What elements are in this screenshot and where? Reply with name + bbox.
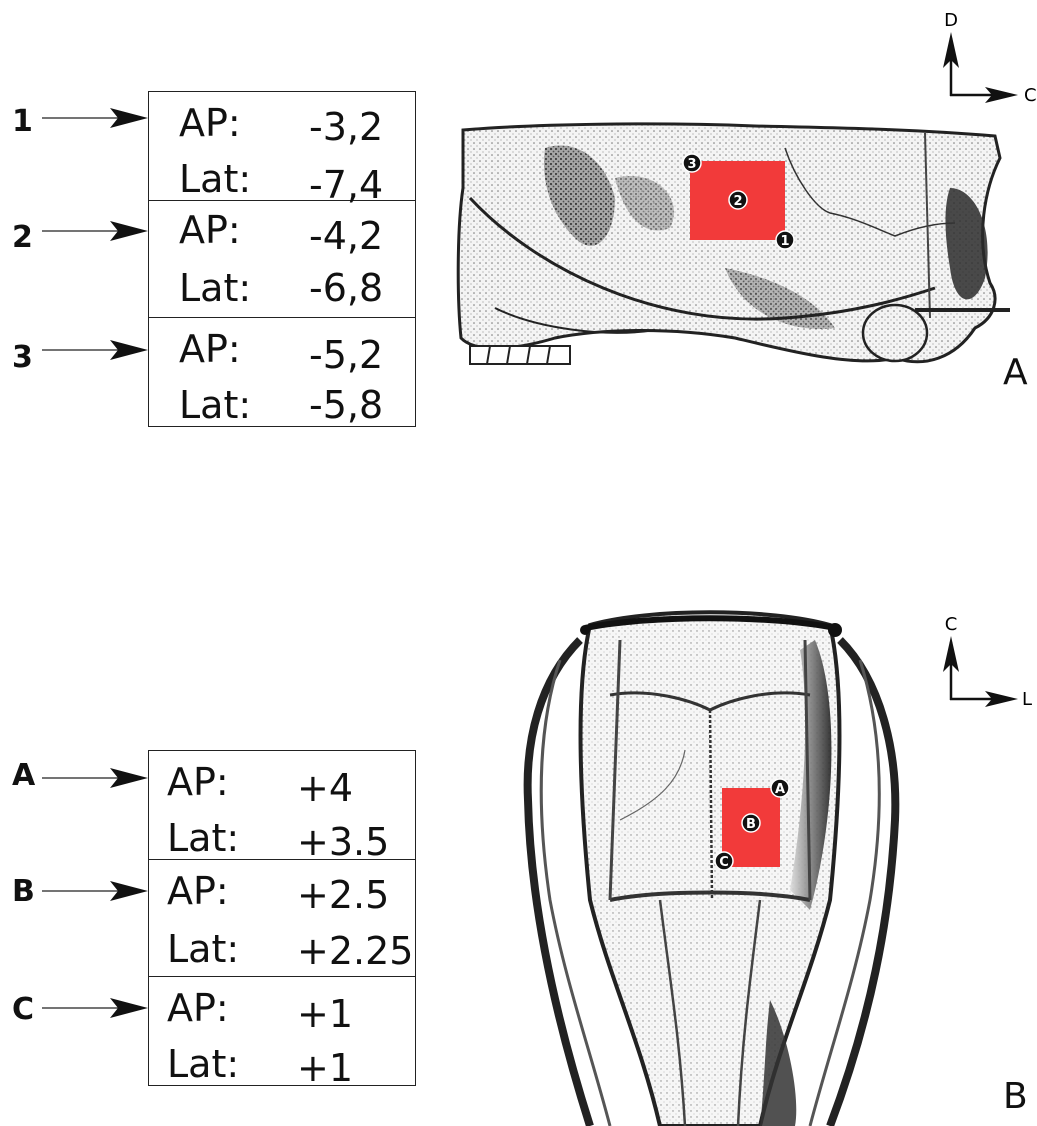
marker-b-label: B bbox=[746, 817, 756, 832]
panel-b-letter: B bbox=[1003, 1076, 1028, 1117]
panel-a-pointer-arrows bbox=[40, 100, 150, 370]
marker-2-label: 2 bbox=[733, 194, 742, 209]
arrow-a bbox=[42, 768, 148, 788]
point-label-c: C bbox=[12, 992, 34, 1027]
lat-value: +1 bbox=[297, 1049, 353, 1087]
ap-value: +1 bbox=[297, 995, 353, 1033]
ap-label: AP: bbox=[167, 763, 229, 801]
lat-value: -7,4 bbox=[309, 166, 383, 204]
direction-up-label: C bbox=[945, 614, 958, 635]
panel-b-coordinate-table: AP: +4 Lat: +3.5 AP: +2.5 Lat: +2.25 AP:… bbox=[148, 750, 416, 1086]
ap-label: AP: bbox=[179, 211, 241, 249]
marker-1: 1 bbox=[776, 231, 794, 249]
lat-value: -6,8 bbox=[309, 269, 383, 307]
ap-label: AP: bbox=[179, 330, 241, 368]
panel-a-coordinate-table: AP: -3,2 Lat: -7,4 AP: -4,2 Lat: -6,8 AP… bbox=[148, 91, 416, 427]
marker-1-label: 1 bbox=[780, 234, 789, 249]
lat-label: Lat: bbox=[179, 160, 251, 198]
arrow-c bbox=[42, 998, 148, 1018]
ap-value: -3,2 bbox=[309, 108, 383, 146]
coordinate-row-2: AP: -4,2 Lat: -6,8 bbox=[149, 201, 415, 318]
ap-value: +2.5 bbox=[297, 876, 389, 914]
marker-a-label: A bbox=[775, 782, 785, 797]
skull-lateral-view: 1 2 3 bbox=[455, 118, 1015, 380]
marker-2: 2 bbox=[729, 191, 747, 209]
marker-c-label: C bbox=[719, 855, 729, 870]
coordinate-row-1: AP: -3,2 Lat: -7,4 bbox=[149, 92, 415, 201]
point-label-a: A bbox=[12, 758, 35, 793]
arrow-3 bbox=[42, 340, 148, 360]
coordinate-row-b: AP: +2.5 Lat: +2.25 bbox=[149, 860, 415, 977]
marker-b: B bbox=[742, 814, 760, 832]
direction-right-label: C bbox=[1024, 85, 1037, 106]
marker-a: A bbox=[771, 779, 789, 797]
lat-value: +3.5 bbox=[297, 823, 389, 861]
panel-b-orientation: C L bbox=[930, 612, 1030, 712]
ap-label: AP: bbox=[167, 989, 229, 1027]
panel-b-pointer-arrows bbox=[40, 760, 150, 1030]
lat-label: Lat: bbox=[167, 930, 239, 968]
direction-right-label: L bbox=[1022, 689, 1032, 710]
arrow-b bbox=[42, 881, 148, 901]
arrow-1 bbox=[42, 108, 148, 128]
ap-label: AP: bbox=[179, 104, 241, 142]
point-label-2: 2 bbox=[12, 220, 33, 255]
ap-value: -4,2 bbox=[309, 217, 383, 255]
arrow-2 bbox=[42, 221, 148, 241]
panel-a-letter: A bbox=[1003, 352, 1028, 393]
coordinate-row-a: AP: +4 Lat: +3.5 bbox=[149, 751, 415, 860]
coordinate-row-c: AP: +1 Lat: +1 bbox=[149, 977, 415, 1087]
marker-3-label: 3 bbox=[687, 157, 696, 172]
skull-dorsal-view: A B C bbox=[510, 600, 910, 1126]
point-label-3: 3 bbox=[12, 340, 33, 375]
marker-3: 3 bbox=[683, 154, 701, 172]
ap-label: AP: bbox=[167, 872, 229, 910]
lat-label: Lat: bbox=[167, 819, 239, 857]
lat-label: Lat: bbox=[179, 269, 251, 307]
lat-value: +2.25 bbox=[297, 932, 413, 970]
ap-value: +4 bbox=[297, 769, 353, 807]
lat-label: Lat: bbox=[179, 386, 251, 424]
ap-value: -5,2 bbox=[309, 336, 383, 374]
panel-a-orientation: D C bbox=[930, 8, 1030, 108]
coordinate-row-3: AP: -5,2 Lat: -5,8 bbox=[149, 318, 415, 428]
point-label-1: 1 bbox=[12, 104, 33, 139]
lat-label: Lat: bbox=[167, 1045, 239, 1083]
direction-up-label: D bbox=[944, 10, 958, 31]
lat-value: -5,8 bbox=[309, 386, 383, 424]
marker-c: C bbox=[715, 852, 733, 870]
point-label-b: B bbox=[12, 874, 35, 909]
incisor-teeth bbox=[470, 346, 570, 364]
